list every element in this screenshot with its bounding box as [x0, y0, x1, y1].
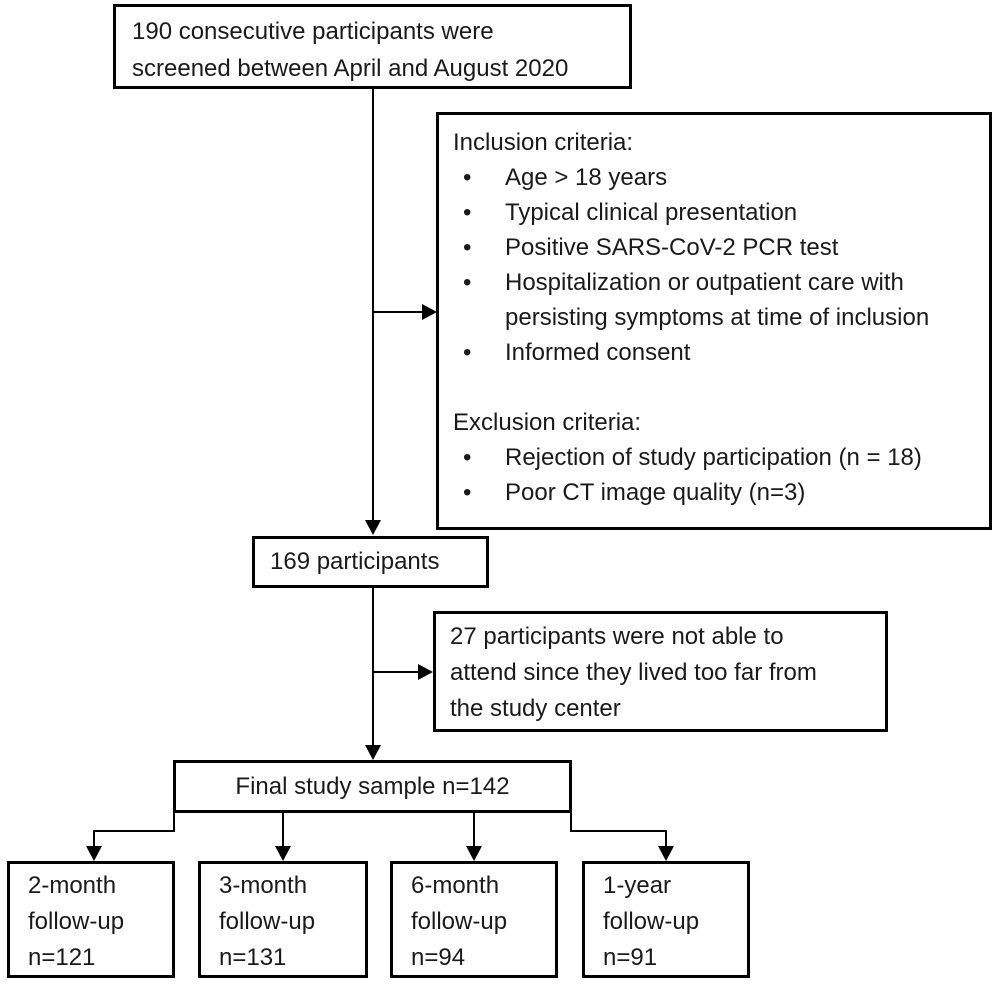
connector-final-to-1year	[570, 830, 667, 832]
final-sample-box-text: Final study sample n=142	[235, 772, 510, 800]
bullet-icon: •	[463, 479, 472, 506]
followup-label: follow-up	[219, 908, 316, 935]
bullet-icon: •	[463, 444, 472, 471]
followup-count: n=131	[219, 944, 287, 971]
participants-box: 169 participants	[252, 536, 489, 588]
connector-final-to-3month	[282, 813, 284, 847]
followup-count: n=91	[603, 944, 658, 971]
followup-box-1-year: 1-year follow-up n=91	[582, 861, 750, 978]
followup-period: 1-year	[603, 872, 672, 899]
not-attended-box-line: attend since they lived too far from	[450, 659, 817, 686]
criteria-item: • Rejection of study participation (n = …	[453, 440, 975, 475]
connector-final-to-1year	[665, 832, 667, 847]
criteria-item-text: Typical clinical presentation	[505, 199, 798, 226]
bullet-icon: •	[463, 164, 472, 191]
connector-participants-to-final	[372, 588, 374, 746]
followup-count: n=94	[411, 944, 466, 971]
connector-final-to-1year	[570, 813, 572, 832]
bullet-icon: •	[463, 199, 472, 226]
inclusion-criteria-list: • Age > 18 years • Typical clinical pres…	[453, 160, 975, 370]
arrow-right-icon	[422, 304, 437, 320]
criteria-box: Inclusion criteria: • Age > 18 years • T…	[436, 112, 992, 530]
connector-final-to-6month	[473, 813, 475, 847]
arrow-down-icon	[466, 846, 482, 861]
arrow-down-icon	[365, 745, 381, 760]
criteria-item-text: Poor CT image quality (n=3)	[505, 479, 806, 506]
criteria-item: • Typical clinical presentation	[453, 195, 975, 230]
screened-box-line: screened between April and August 2020	[132, 55, 569, 82]
arrow-down-icon	[365, 520, 381, 535]
connector-to-criteria	[373, 311, 423, 313]
criteria-item: • Hospitalization or outpatient care wit…	[453, 265, 975, 335]
bullet-icon: •	[463, 234, 472, 261]
connector-screened-to-participants	[372, 88, 374, 521]
followup-label: follow-up	[28, 908, 125, 935]
criteria-item-text: Rejection of study participation (n = 18…	[505, 444, 922, 471]
followup-count: n=121	[28, 944, 96, 971]
bullet-icon: •	[463, 339, 472, 366]
not-attended-box-line: 27 participants were not able to	[450, 623, 784, 650]
criteria-item: • Poor CT image quality (n=3)	[453, 475, 975, 510]
criteria-item-text: Informed consent	[505, 339, 691, 366]
followup-box-2-month: 2-month follow-up n=121	[7, 861, 175, 978]
criteria-item: • Informed consent	[453, 335, 975, 370]
criteria-item: • Age > 18 years	[453, 160, 975, 195]
criteria-item-text: Age > 18 years	[505, 164, 668, 191]
arrow-down-icon	[275, 846, 291, 861]
screened-box: 190 consecutive participants were screene…	[113, 4, 632, 89]
exclusion-criteria-list: • Rejection of study participation (n = …	[453, 440, 975, 510]
followup-label: follow-up	[603, 908, 700, 935]
criteria-item-text: Hospitalization or outpatient care with …	[505, 269, 930, 331]
bullet-icon: •	[463, 269, 472, 296]
arrow-down-icon	[86, 846, 102, 861]
criteria-item: • Positive SARS-CoV-2 PCR test	[453, 230, 975, 265]
followup-box-3-month: 3-month follow-up n=131	[198, 861, 368, 978]
participants-box-text: 169 participants	[270, 548, 440, 575]
connector-final-to-2month	[93, 832, 95, 847]
inclusion-criteria-title: Inclusion criteria:	[453, 129, 634, 156]
connector-final-to-2month	[173, 813, 175, 832]
not-attended-box-line: the study center	[450, 695, 621, 722]
arrow-down-icon	[658, 846, 674, 861]
connector-final-to-2month	[93, 830, 175, 832]
followup-period: 6-month	[411, 872, 500, 899]
final-sample-box: Final study sample n=142	[173, 760, 572, 813]
connector-to-not-attended	[373, 671, 419, 673]
followup-box-6-month: 6-month follow-up n=94	[390, 861, 558, 978]
followup-period: 2-month	[28, 872, 117, 899]
exclusion-criteria-title: Exclusion criteria:	[453, 409, 642, 436]
not-attended-box: 27 participants were not able to attend s…	[433, 611, 888, 732]
followup-label: follow-up	[411, 908, 508, 935]
arrow-right-icon	[418, 664, 433, 680]
screened-box-line: 190 consecutive participants were	[132, 18, 494, 45]
criteria-item-text: Positive SARS-CoV-2 PCR test	[505, 234, 839, 261]
followup-period: 3-month	[219, 872, 308, 899]
